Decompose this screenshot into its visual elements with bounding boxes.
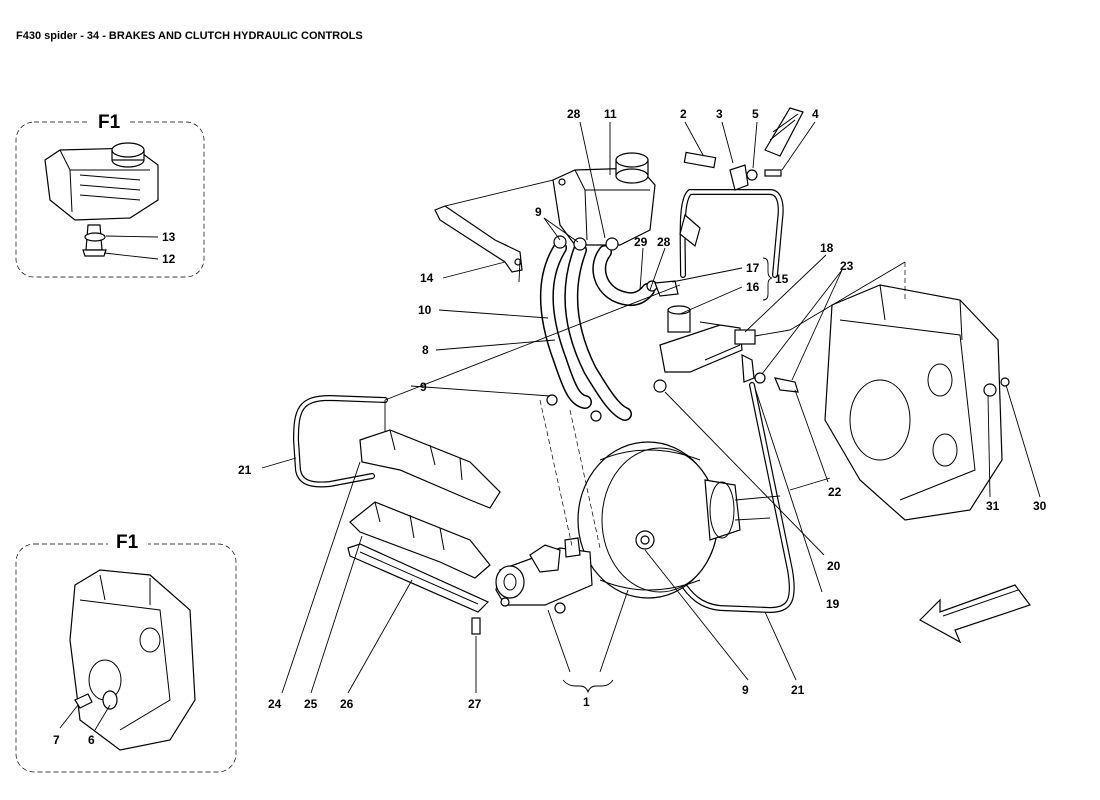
callout-9: 9	[742, 683, 749, 697]
leader-lines	[261, 121, 1041, 694]
callout-23: 23	[840, 259, 854, 273]
callout-16: 16	[746, 280, 760, 294]
small-fittings	[683, 107, 816, 191]
callout-28: 28	[657, 235, 671, 249]
callout-26: 26	[340, 697, 354, 711]
callout-24: 24	[268, 697, 282, 711]
callout-27: 27	[468, 697, 482, 711]
callout-19: 19	[826, 597, 840, 611]
callout-3: 3	[716, 107, 723, 121]
callout-25: 25	[304, 697, 318, 711]
inset-label: F1	[116, 532, 139, 553]
callout-10: 10	[418, 303, 432, 317]
callout-9: 9	[535, 205, 542, 219]
callout-14: 14	[420, 271, 434, 285]
brake-fluid-reservoir	[552, 152, 656, 246]
callout-28: 28	[567, 107, 581, 121]
reservoir-hoses	[539, 235, 679, 422]
brake-booster	[577, 441, 781, 599]
callout-29: 29	[634, 235, 648, 249]
callout-22: 22	[828, 485, 842, 499]
pedal-box	[789, 261, 1010, 521]
callout-1: 1	[583, 695, 590, 709]
clutch-pipes	[292, 189, 784, 488]
callout-labels: 28 11 2 3 5 4 9 29 28 14 17 15 16 18 23 …	[238, 107, 1047, 711]
brake-master-cylinder	[495, 537, 593, 614]
callout-8: 8	[422, 343, 429, 357]
callout-5: 5	[752, 107, 759, 121]
inset-label: F1	[98, 112, 121, 133]
inset-f1-reservoir: F1 13 12	[15, 110, 205, 278]
direction-arrow	[919, 584, 1031, 644]
servo-pipe	[642, 382, 795, 614]
heat-shields	[347, 429, 501, 635]
reservoir-bracket	[434, 179, 554, 283]
callout-2: 2	[680, 107, 687, 121]
callout-4: 4	[812, 107, 819, 121]
callout-12: 12	[162, 252, 176, 266]
callout-6: 6	[88, 733, 95, 747]
callout-7: 7	[53, 733, 60, 747]
callout-11: 11	[604, 107, 617, 121]
clutch-master-cylinder	[653, 305, 799, 393]
callout-17: 17	[746, 261, 760, 275]
callout-18: 18	[820, 241, 834, 255]
callout-21: 21	[238, 463, 252, 477]
callout-20: 20	[827, 559, 841, 573]
callout-30: 30	[1033, 499, 1047, 513]
page-title: F430 spider - 34 - BRAKES AND CLUTCH HYD…	[16, 30, 363, 42]
callout-13: 13	[162, 230, 176, 244]
callout-9: 9	[420, 380, 427, 394]
callout-31: 31	[986, 499, 1000, 513]
callout-21: 21	[791, 683, 805, 697]
callout-15: 15	[775, 272, 789, 286]
inset-f1-pedal-bracket: F1 7 6	[15, 530, 237, 773]
